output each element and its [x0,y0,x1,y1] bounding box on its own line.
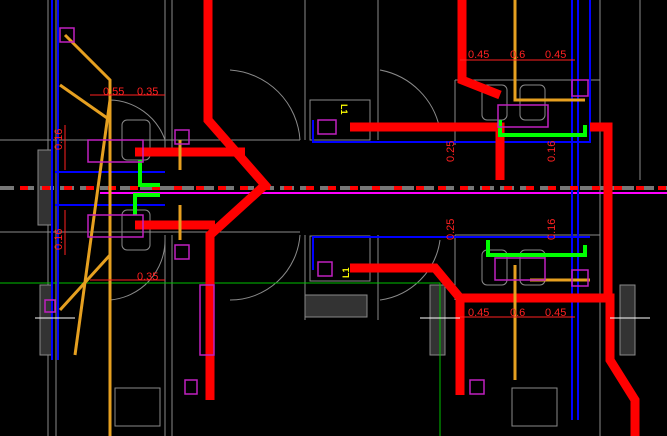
dim-label: 0.16 [53,229,65,250]
dim-label: 0.25 [445,219,457,240]
dim-label: 0.45 [545,307,566,319]
dim-label: 0.45 [468,49,489,61]
riser-tag: L1 [341,267,351,278]
drain-pipes [58,0,590,436]
dim-label: 0.45 [468,307,489,319]
dim-label: 0.6 [510,307,525,319]
dim-label: 0.16 [546,141,558,162]
hatched-columns [37,149,636,356]
dim-label: 0.16 [546,219,558,240]
dim-label: 0.35 [137,86,158,98]
dim-label: 0.45 [545,49,566,61]
riser-tag: L1 [339,104,349,115]
dimension-lines [64,59,575,318]
grid-line [0,282,441,436]
dim-label: 0.35 [137,271,158,283]
dim-label: 0.25 [445,141,457,162]
dim-label: 0.16 [53,129,65,150]
dim-label: 0.6 [510,49,525,61]
dim-label: 0.55 [103,86,124,98]
supply-pipes [20,0,667,436]
walls [0,0,641,436]
fixtures [44,27,589,395]
